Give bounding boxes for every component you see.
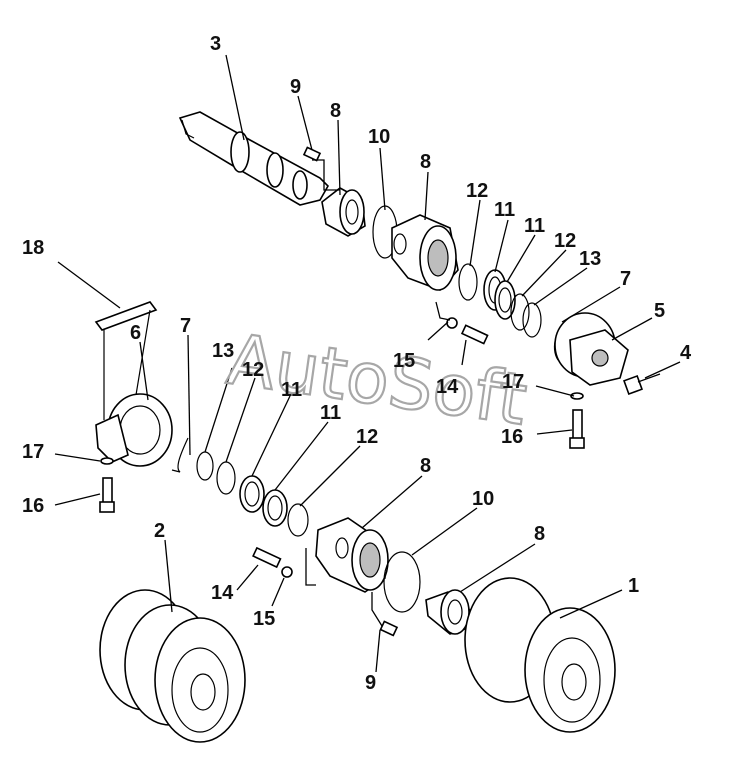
- callout-3: 3: [210, 33, 221, 55]
- callout-13: 13: [579, 248, 601, 270]
- callout-8: 8: [330, 100, 341, 122]
- bolt-washer-left: [99, 457, 115, 513]
- callout-12: 12: [466, 180, 488, 202]
- callout-6: 6: [130, 322, 141, 344]
- callout-11: 11: [320, 402, 341, 424]
- pin-part-upper: [302, 146, 322, 162]
- callout-17: 17: [502, 371, 524, 393]
- callout-labels: 3 9 8 10 8 12 11 11 12 13 7 5 4 18 6 7 1…: [22, 33, 692, 694]
- callout-8: 8: [420, 151, 431, 173]
- shaft-part: [178, 111, 329, 206]
- callout-18: 18: [22, 237, 44, 259]
- callout-4: 4: [680, 342, 692, 364]
- collar-part-lower: [425, 589, 471, 635]
- callout-10: 10: [472, 488, 494, 510]
- callout-17: 17: [22, 441, 44, 463]
- callout-9: 9: [290, 76, 301, 98]
- bolt-part-4: [623, 373, 661, 395]
- callout-2: 2: [154, 520, 165, 542]
- callout-14: 14: [211, 582, 234, 604]
- callout-1: 1: [628, 575, 639, 597]
- bolt-washer-upper: [446, 317, 489, 345]
- snap-ring-part-lower: [171, 437, 189, 473]
- bracket-part-5: [554, 312, 629, 386]
- callout-9: 9: [365, 672, 376, 694]
- pin-part-lower: [379, 620, 399, 637]
- callout-15: 15: [253, 608, 275, 630]
- double-flange-roller-part: [99, 589, 246, 743]
- callout-11: 11: [281, 379, 302, 401]
- callout-12: 12: [242, 359, 264, 381]
- housing-part-lower: [315, 517, 389, 593]
- collar-part-upper: [321, 187, 366, 237]
- callout-12: 12: [554, 230, 576, 252]
- leader-lines: [54, 54, 681, 673]
- bolt-washer-right: [569, 392, 585, 449]
- seal-rings-lower: [196, 451, 309, 537]
- callout-8: 8: [534, 523, 545, 545]
- callout-11: 11: [494, 199, 515, 221]
- callout-12: 12: [356, 426, 378, 448]
- callout-10: 10: [368, 126, 390, 148]
- single-flange-roller-part: [464, 577, 616, 733]
- seal-rings-upper: [458, 263, 542, 338]
- callout-16: 16: [22, 495, 44, 517]
- callout-16: 16: [501, 426, 523, 448]
- plate-part-18: [94, 301, 158, 420]
- callout-7: 7: [620, 268, 631, 290]
- housing-part-upper: [391, 214, 459, 291]
- callout-14: 14: [436, 376, 459, 398]
- callout-5: 5: [654, 300, 665, 322]
- callout-8: 8: [420, 455, 431, 477]
- guard-part-6: [95, 393, 173, 467]
- bolt-washer-lower: [252, 546, 293, 578]
- callout-7: 7: [180, 315, 191, 337]
- callout-15: 15: [393, 350, 415, 372]
- callout-11: 11: [524, 215, 545, 237]
- callout-13: 13: [212, 340, 234, 362]
- o-ring-part-lower: [383, 551, 421, 613]
